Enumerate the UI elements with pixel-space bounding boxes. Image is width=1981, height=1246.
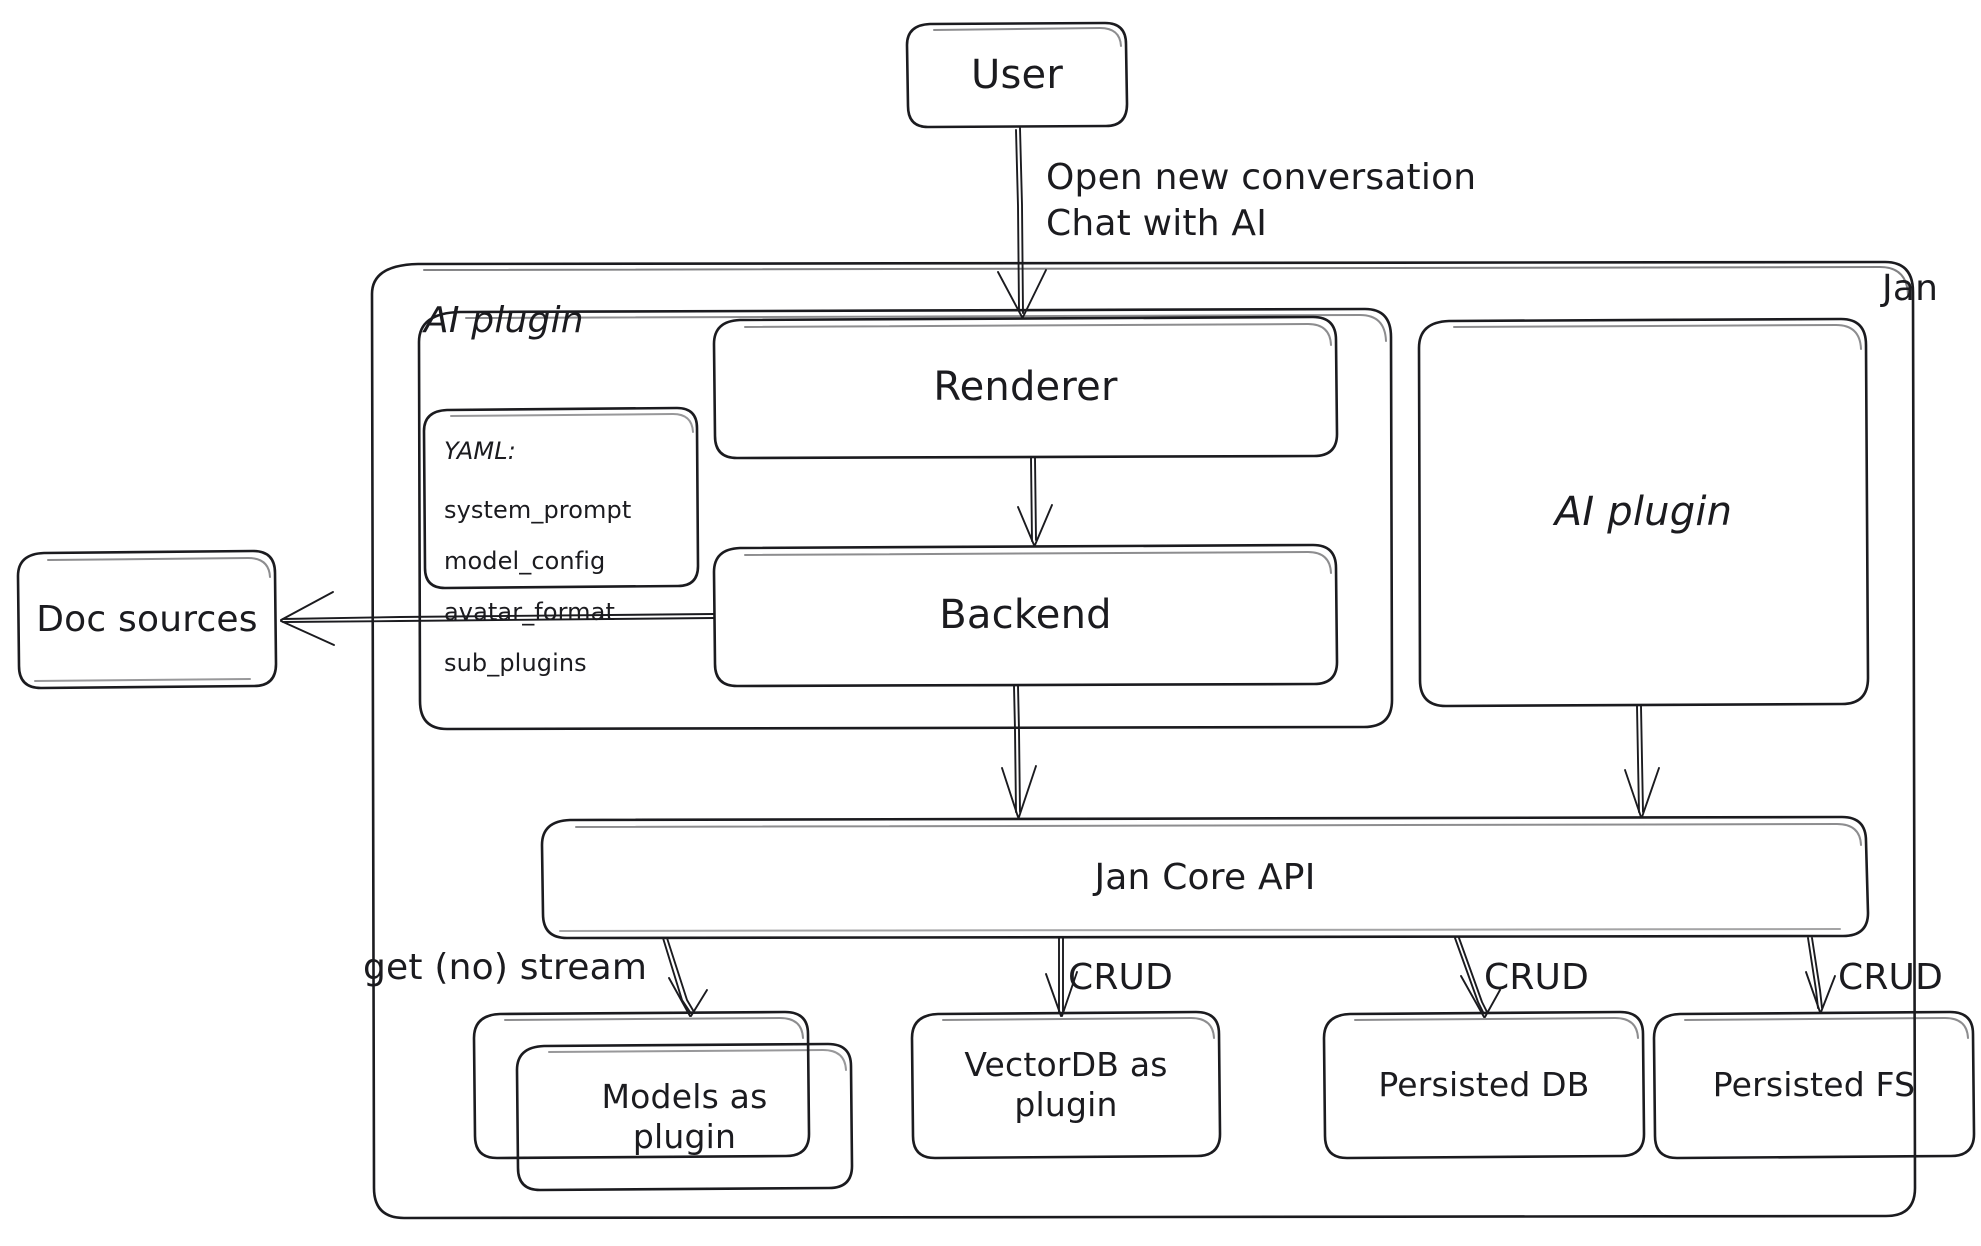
node-models-as-plugin-label: Models as plugin [601,1076,768,1156]
node-jan-core-api[interactable]: Jan Core API [542,817,1868,938]
node-models-as-plugin[interactable]: Models as plugin [517,1044,852,1190]
yaml-card-key-0: system_prompt [444,496,632,524]
node-doc-sources[interactable]: Doc sources [18,551,276,688]
node-ai-plugin[interactable]: AI plugin [1419,319,1868,706]
node-persisted-fs[interactable]: Persisted FS [1654,1012,1974,1158]
edge-label-user-to-renderer: Open new conversation Chat with AI [1046,157,1477,245]
node-backend-label: Backend [939,592,1112,639]
node-vectordb-as-plugin[interactable]: VectorDB as plugin [912,1012,1220,1158]
edge-backend-to-jan-core-api [1001,685,1037,818]
edge-label-core-to-models: get (no) stream [363,947,648,988]
yaml-card-key-3: sub_plugins [444,649,587,678]
node-ai-plugin-label: AI plugin [1554,489,1733,536]
node-user[interactable]: User [907,23,1127,127]
edge-label-core-to-persisted-db: CRUD [1484,957,1590,998]
yaml-card: YAML: system_prompt model_config avatar_… [444,418,694,699]
node-user-label: User [971,51,1063,98]
yaml-card-key-2: avatar_format [444,598,615,627]
node-renderer[interactable]: Renderer [714,317,1337,458]
edge-label-core-to-vectordb: CRUD [1068,957,1174,998]
edge-user-to-renderer [997,127,1047,318]
edge-core-to-models [662,937,708,1017]
node-doc-sources-label: Doc sources [36,598,258,640]
node-vectordb-as-plugin-label: VectorDB as plugin [964,1044,1168,1124]
node-jan-core-api-label: Jan Core API [1094,856,1316,898]
yaml-card-key-1: model_config [444,547,606,576]
edge-core-to-persisted-fs [1805,937,1836,1013]
edge-renderer-to-backend [1017,457,1053,546]
node-persisted-db-label: Persisted DB [1378,1064,1590,1104]
node-backend[interactable]: Backend [714,545,1337,686]
node-persisted-db[interactable]: Persisted DB [1324,1012,1644,1158]
node-persisted-fs-label: Persisted FS [1712,1064,1916,1104]
ai-plugin-group-label: AI plugin [424,300,584,341]
edge-ai-plugin-to-jan-core-api [1624,705,1660,818]
edge-label-core-to-persisted-fs: CRUD [1838,957,1944,998]
yaml-card-heading: YAML: [444,437,516,465]
jan-container-label: Jan [1882,268,1939,309]
node-renderer-label: Renderer [933,364,1118,411]
